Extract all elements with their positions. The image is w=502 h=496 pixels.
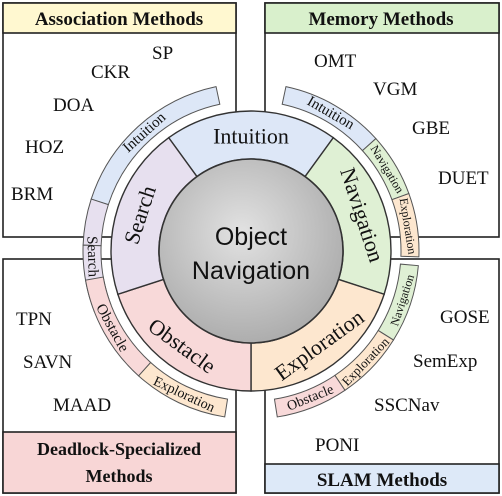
method-maad: MAAD	[53, 395, 111, 416]
outer-arc-slam-obstacle	[273, 374, 346, 418]
method-gose: GOSE	[440, 307, 490, 328]
method-hoz: HOZ	[25, 137, 64, 158]
method-sscnav: SSCNav	[374, 395, 440, 416]
method-ckr: CKR	[91, 62, 130, 83]
method-duet: DUET	[438, 168, 489, 189]
center-circle	[158, 158, 344, 344]
center-label-line2: Navigation	[192, 257, 310, 285]
deadlock-title-bar	[2, 431, 237, 494]
method-semexp: SemExp	[413, 351, 477, 372]
method-poni: PONI	[315, 435, 359, 456]
method-vgm: VGM	[373, 79, 417, 100]
deadlock-title-line2: Methods	[86, 466, 153, 486]
method-savn: SAVN	[23, 352, 73, 373]
deadlock-title-line1: Deadlock-Specialized	[37, 439, 201, 459]
outer-arc-mem-exploration	[391, 192, 420, 258]
method-omt: OMT	[314, 51, 357, 72]
outer-arc-dead-obstacle	[84, 276, 152, 377]
method-brm: BRM	[11, 184, 53, 205]
association-title: Association Methods	[35, 9, 203, 30]
outer-arc-assoc-search	[82, 198, 109, 247]
slam-title: SLAM Methods	[317, 470, 447, 491]
inner-label-intuition: Intuition	[213, 124, 289, 149]
memory-title-bar	[264, 2, 500, 34]
association-title-bar	[2, 2, 237, 34]
method-sp: SP	[152, 43, 173, 64]
outer-label-assoc-search: Search	[83, 236, 100, 278]
method-tpn: TPN	[16, 309, 52, 330]
slam-title-bar	[264, 463, 500, 494]
method-gbe: GBE	[412, 118, 450, 139]
method-doa: DOA	[53, 95, 94, 116]
center-label-line1: Object	[215, 223, 287, 251]
outer-arc-assoc-intuition	[90, 86, 221, 206]
memory-title: Memory Methods	[308, 9, 453, 30]
